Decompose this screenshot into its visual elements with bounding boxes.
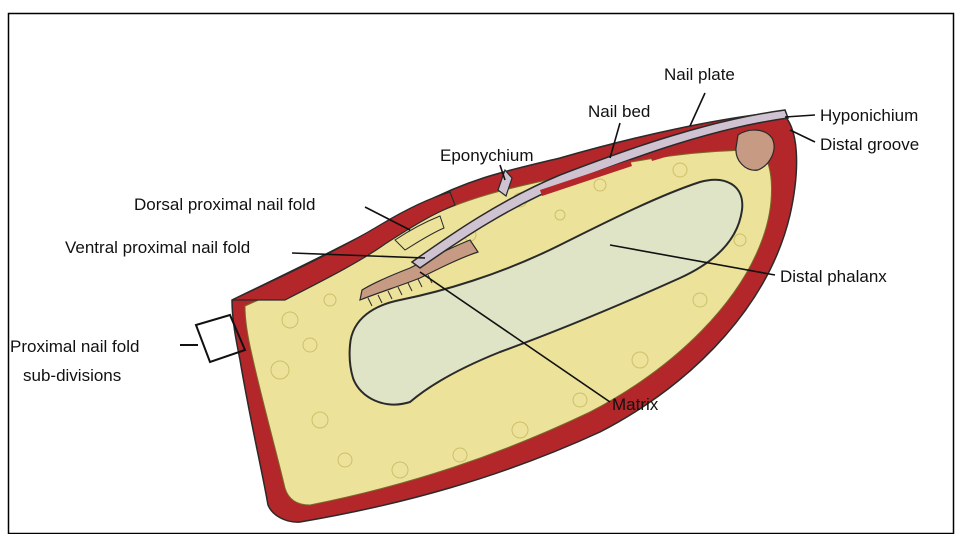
- label-ventral-proximal-nail-fold: Ventral proximal nail fold: [65, 238, 250, 257]
- label-dorsal-proximal-nail-fold: Dorsal proximal nail fold: [134, 195, 315, 214]
- label-nail-bed: Nail bed: [588, 102, 650, 121]
- label-eponychium: Eponychium: [440, 146, 534, 165]
- label-distal-groove: Distal groove: [820, 135, 919, 154]
- label-proximal-nail-fold-line1: Proximal nail fold: [10, 337, 139, 356]
- label-distal-phalanx: Distal phalanx: [780, 267, 887, 286]
- label-nail-plate: Nail plate: [664, 65, 735, 84]
- label-proximal-nail-fold-line2: sub-divisions: [23, 366, 121, 385]
- label-matrix: Matrix: [612, 395, 659, 414]
- label-hyponichium: Hyponichium: [820, 106, 918, 125]
